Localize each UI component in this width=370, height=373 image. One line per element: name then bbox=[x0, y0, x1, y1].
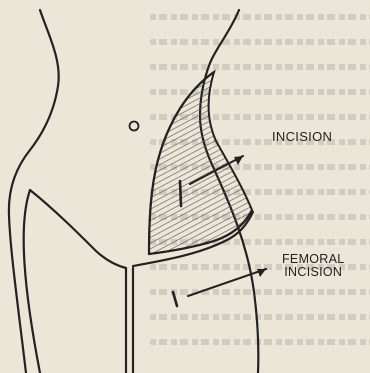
left-inner-crease bbox=[30, 190, 126, 268]
femoral-incision-label-line2: INCISION bbox=[282, 266, 345, 279]
femoral-arrowhead bbox=[257, 269, 266, 277]
left-lower-curve bbox=[24, 190, 40, 373]
incision-label: INCISION bbox=[272, 130, 332, 144]
left-outline bbox=[9, 10, 59, 373]
femoral-incision-mark bbox=[173, 292, 177, 306]
incision-region bbox=[149, 72, 252, 254]
femoral-incision-label: FEMORAL INCISION bbox=[282, 253, 345, 279]
incision-mark bbox=[180, 181, 181, 206]
navel-marker bbox=[130, 122, 139, 131]
